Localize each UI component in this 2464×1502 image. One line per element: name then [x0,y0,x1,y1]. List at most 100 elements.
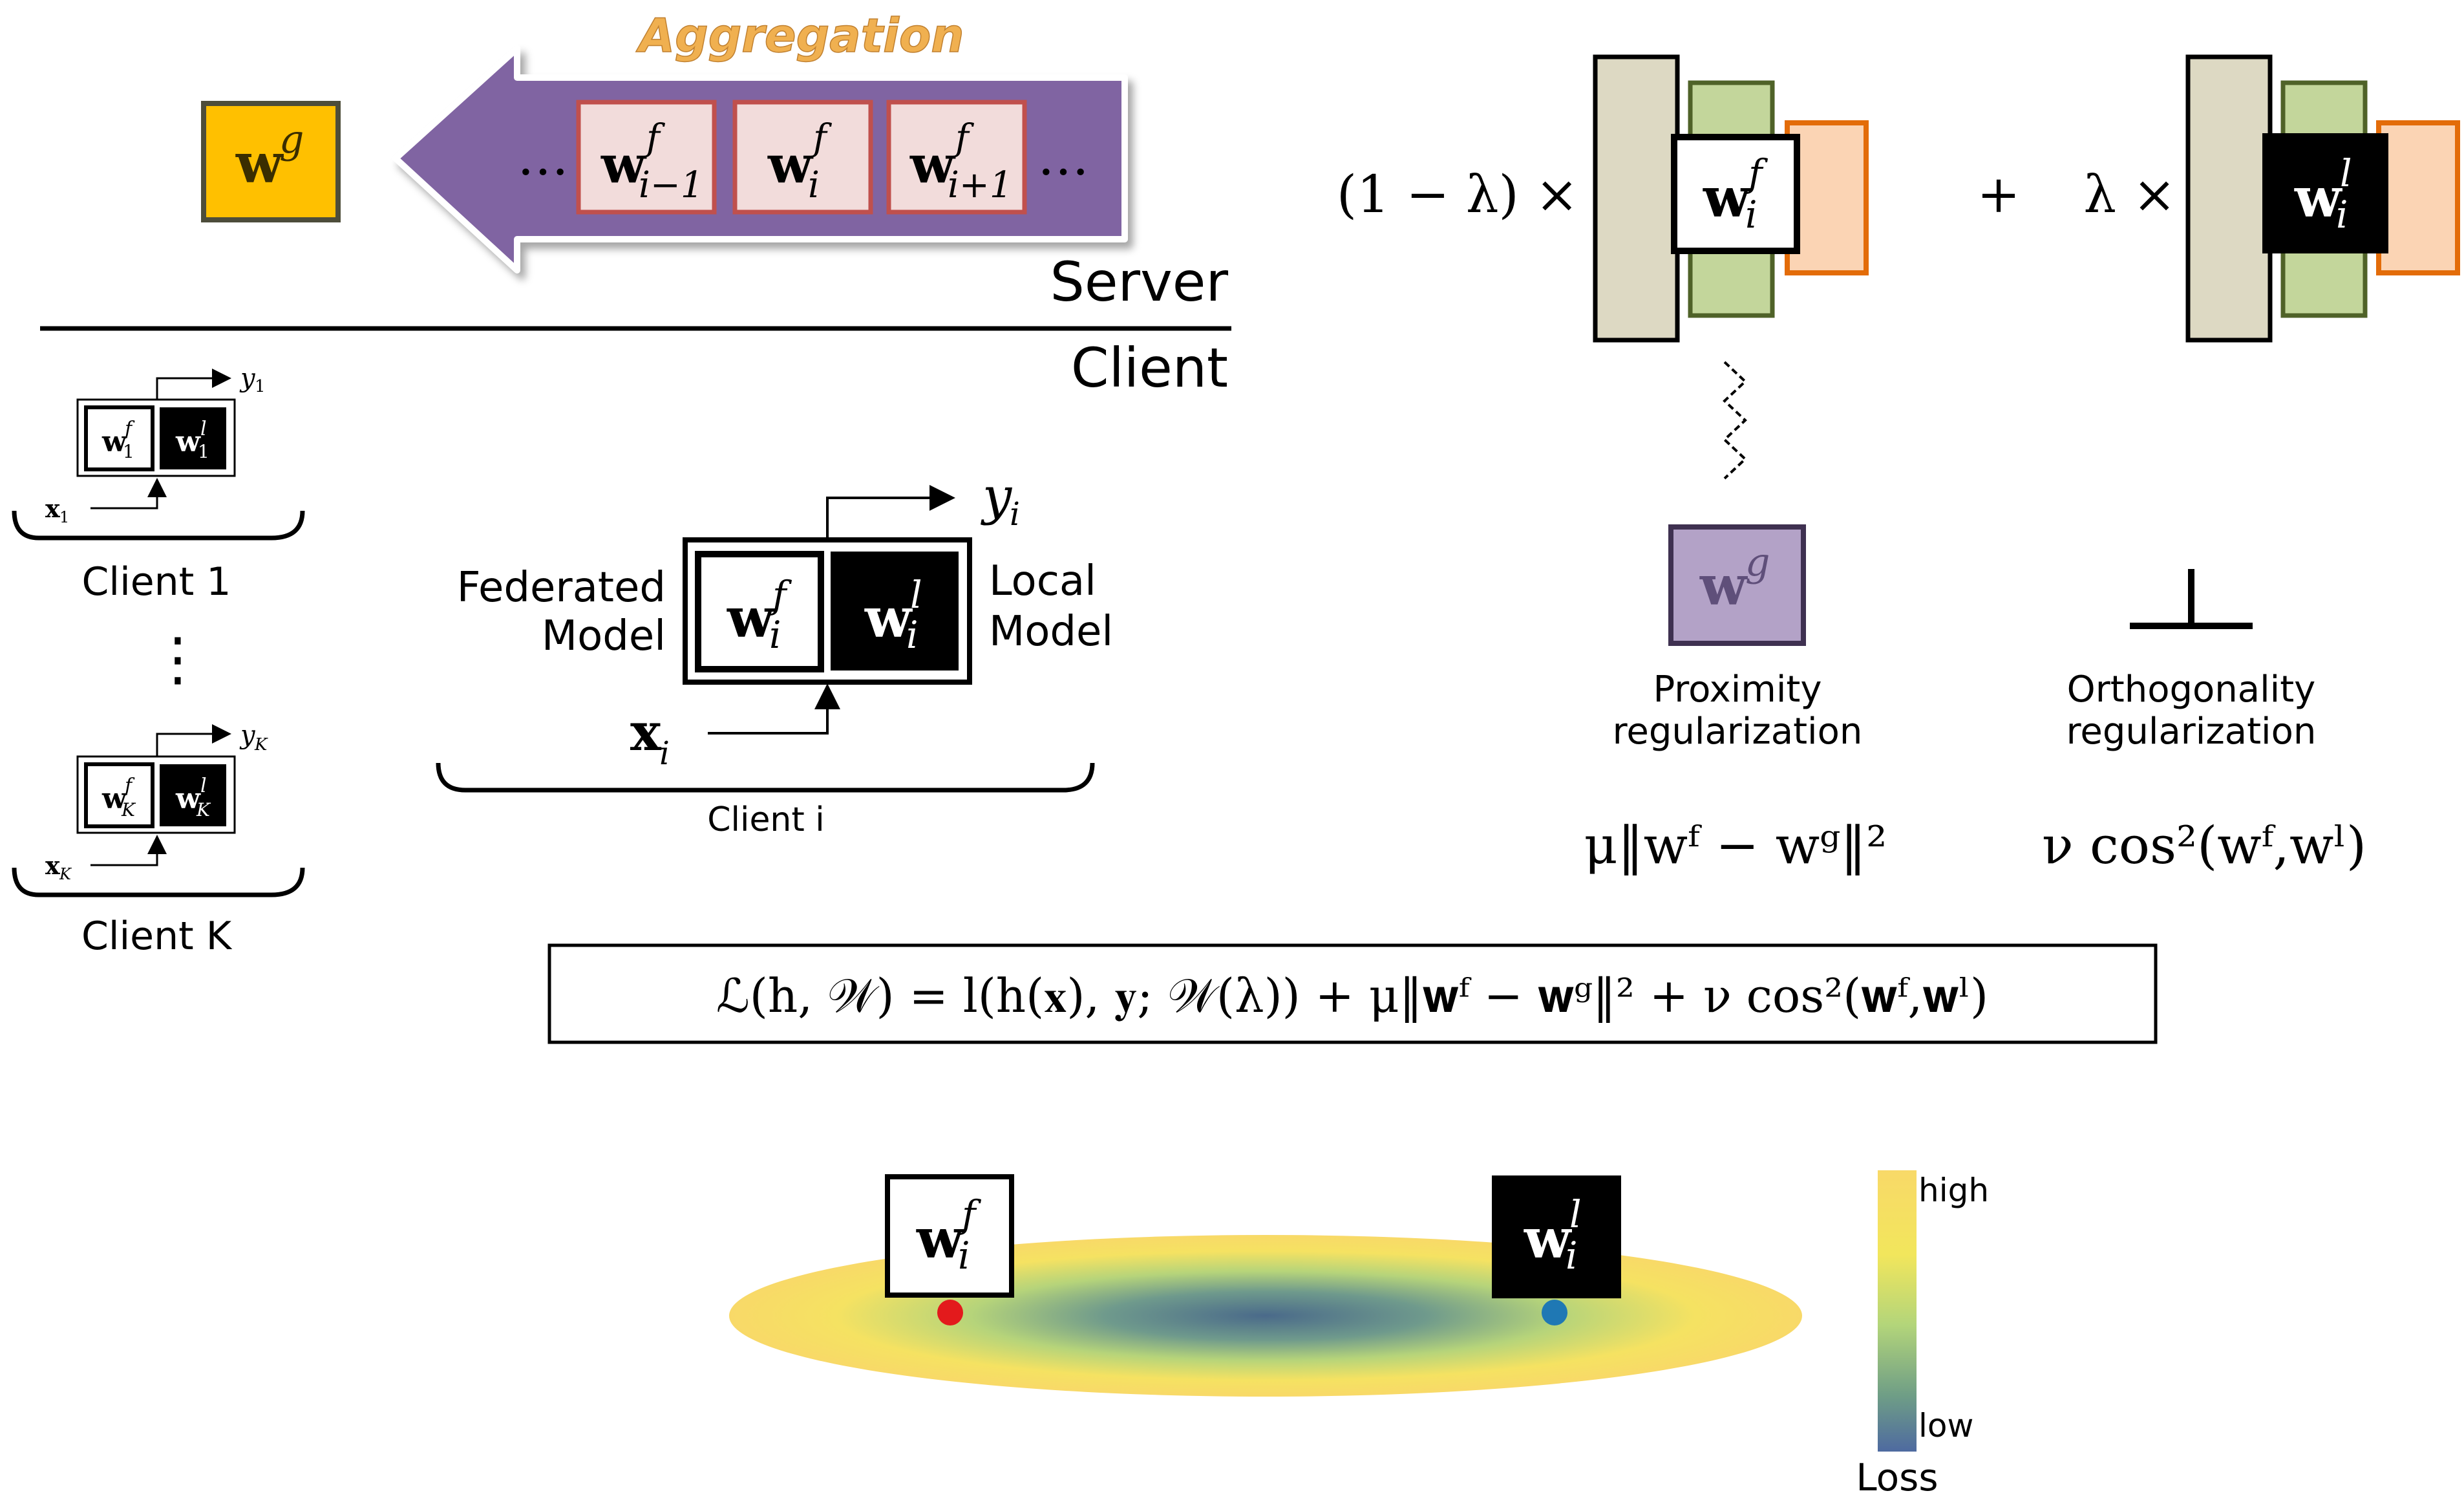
weight-base: w [909,134,956,195]
proximity-formula: μ‖wᶠ − wᵍ‖² [1584,815,1887,875]
landscape-wl-sub: i [1566,1234,1578,1278]
x-sub: K [59,865,72,883]
federated-layer-stack: w f i [1593,54,1869,343]
y-sub: K [254,735,268,755]
client-brace [12,510,305,541]
plus-sign: + [1977,164,2020,224]
federated-endpoint [937,1300,963,1325]
colorbar-high: high [1918,1172,1989,1209]
federated-weight-box [1671,134,1800,254]
weight-sub: i−1 [639,164,703,206]
landscape-wf-sub: i [958,1234,970,1278]
dots-right: … [1037,127,1089,187]
weight-sub: i [808,164,820,206]
loss-formula: ℒ(h, 𝒲) = l(h(𝐱), 𝐲; 𝒲(λ)) + μ‖𝐰ᶠ − 𝐰ᵍ‖²… [716,969,1988,1023]
zigzag-connector [1723,361,1747,480]
wf-sub: 1 [123,441,134,462]
local-model-label-2: Model [989,608,1113,656]
proximity-weight-sup: g [1745,540,1770,585]
proximity-weight-base: w [1699,553,1748,617]
x-sub: 1 [59,508,69,526]
proximity-label-2: regularization [1613,711,1863,753]
weight-card-i-minus-1: w f i−1 [576,100,717,215]
output-arrow [156,724,231,756]
loss-colorbar: high low Loss [1856,1170,1989,1499]
federated-weight-sub: i [769,613,781,657]
global-weight-base: w [235,131,284,195]
local-endpoint [1542,1300,1567,1325]
client-brace [12,867,305,897]
output-y: y [981,466,1013,526]
combo-wl-base: w [2294,166,2342,230]
landscape-wl-sup: l [1569,1192,1582,1236]
client-i: w f i w l i y i x i Federated Model Loca… [436,466,1113,839]
client-i-name: Client i [707,800,825,839]
client-name: Client K [81,914,233,959]
federated-weight-base: w [727,586,775,650]
combo-wl-sup: l [2340,151,2352,195]
local-model-label-1: Local [989,557,1096,605]
client-label: Client [1071,336,1228,400]
wl-base: w [175,782,201,815]
weight-sub: i+1 [948,164,1012,206]
x-label: x [45,851,60,880]
right-coefficient: λ × [2083,164,2176,224]
weight-base: w [600,134,647,195]
federated-model-label-1: Federated [457,564,666,612]
layer-orange [1785,120,1869,275]
weight-card-i: w f i [732,100,873,215]
orthogonality-formula: ν cos²(wᶠ,wˡ) [2042,815,2366,875]
left-coefficient: (1 − λ) × [1337,164,1578,224]
colorbar-title: Loss [1856,1455,1938,1499]
output-arrow [826,485,955,540]
orthogonality-regularization: Orthogonality regularization ν cos²(wᶠ,w… [2042,569,2366,875]
landscape-wl-box [1492,1175,1621,1298]
wf-sub: K [121,799,136,821]
wf-base: w [101,425,127,458]
layer-beige [2185,54,2273,343]
layer-orange [2376,120,2460,275]
layer-beige [1593,54,1680,343]
client-name: Client 1 [82,559,231,605]
wl-sub: K [196,799,211,821]
local-weight-sup: l [910,573,922,617]
combo-wf-base: w [1703,166,1751,230]
dots-left: … [517,127,569,187]
local-layer-stack: w l i [2185,54,2460,343]
input-x-sub: i [659,735,670,772]
x-label: x [45,494,60,523]
federated-model-label-2: Model [542,612,666,660]
colorbar-gradient [1878,1170,1917,1452]
clients-ellipsis: ⋮ [149,625,207,693]
proximity-regularization: w g Proximity regularization μ‖wᶠ − wᵍ‖² [1584,524,1887,875]
input-arrow [708,683,840,735]
orthogonality-label-2: regularization [2066,711,2317,753]
perpendicular-icon [2130,569,2253,629]
input-arrow [90,835,167,866]
local-weight-base: w [864,586,913,650]
landscape-wf-box [885,1174,1014,1298]
landscape-wl-base: w [1524,1207,1572,1271]
orthogonality-label-1: Orthogonality [2067,669,2316,711]
y-label: y [239,363,256,393]
wf-base: w [101,782,127,815]
y-label: y [239,720,256,750]
server-label: Server [1050,250,1229,314]
weight-base: w [767,134,814,195]
landscape-wf-base: w [916,1207,964,1271]
aggregation-title: Aggregation [635,8,964,63]
client-i-brace [436,762,1095,793]
wl-sup: l [200,775,207,797]
wl-base: w [175,425,201,458]
local-weight-sub: i [906,613,919,657]
client-k: w f K w l K y K x K Client K [12,720,305,959]
wl-sup: l [200,418,207,440]
input-arrow [90,478,167,510]
server-section: Aggregation … … w f i−1 w f i w f i+1 w … [201,8,1229,314]
combination-section: (1 − λ) × w f i + λ × w l i [1337,54,2460,480]
output-y-sub: i [1010,495,1020,533]
output-arrow [156,369,231,400]
local-weight-box [2262,133,2388,253]
y-sub: 1 [255,377,266,396]
combo-wl-sub: i [2336,193,2348,237]
